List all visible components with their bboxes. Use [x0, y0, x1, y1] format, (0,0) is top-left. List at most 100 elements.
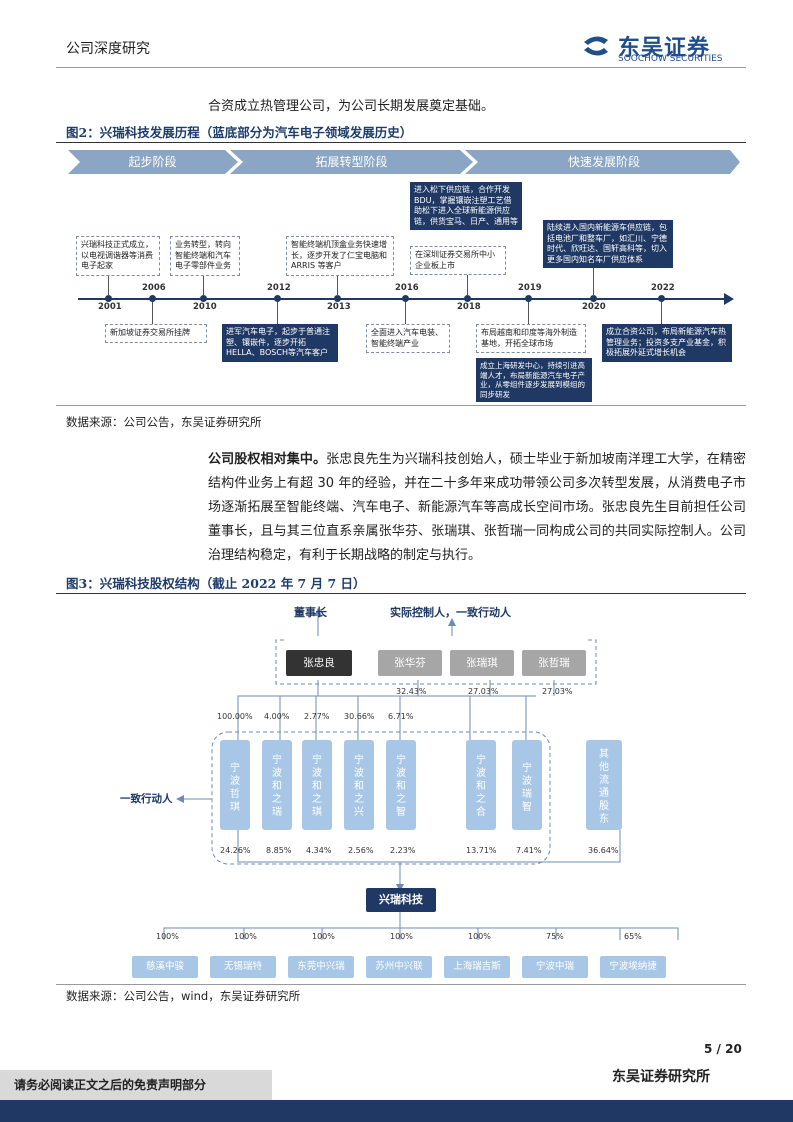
- holder-name: 其他流通股东: [599, 749, 609, 825]
- holder-name: 宁波和之琪: [312, 755, 322, 818]
- holder-pill: 宁波瑞智: [512, 740, 542, 830]
- brand-logo: 东吴证券 SOOCHOW SECURITIES: [580, 30, 740, 66]
- footer-institute: 东吴证券研究所: [612, 1069, 710, 1085]
- event-2019b: 成立上海研发中心，持续引进高端人才，布局新能源汽车电子产业，从零组件逐步发展到模…: [476, 358, 592, 402]
- node-2001: [105, 295, 112, 302]
- logo-en-text: SOOCHOW SECURITIES: [618, 54, 723, 64]
- scs-logo-icon: [584, 36, 608, 56]
- year-label: 2010: [193, 302, 217, 312]
- footer-bar: [0, 1100, 793, 1122]
- fig3-title-rule: [56, 593, 746, 594]
- holder-pill: 宁波哲琪: [220, 740, 250, 830]
- year-label: 2001: [98, 302, 122, 312]
- paragraph-lead: 公司股权相对集中。: [208, 452, 327, 467]
- fig3-equity-diagram: 董事长 实际控制人，一致行动人 张忠良 张华芬 张瑞琪 张哲瑞 32.43% 2…: [60, 596, 740, 982]
- holder-pct: 13.71%: [466, 846, 497, 855]
- event-2020: 陆续进入国内新能源车供应链，包括电池厂和整车厂，如汇川、宁德时代、欣旺达、国轩高…: [543, 220, 673, 268]
- pct-label: 2.77%: [304, 712, 330, 721]
- pct-label: 32.43%: [396, 687, 427, 696]
- year-label: 2022: [651, 283, 675, 293]
- fig2-title: 图2：兴瑞科技发展历程（蓝底部分为汽车电子领域发展历史）: [66, 125, 413, 140]
- subsidiary-box: 苏州中兴联: [366, 956, 432, 978]
- pct-label: 27.03%: [468, 687, 499, 696]
- person-zhanghuafen: 张华芬: [378, 650, 442, 676]
- holder-pill: 其他流通股东: [586, 740, 622, 830]
- node-2020: [590, 295, 597, 302]
- subsidiary-box: 上海瑞吉斯: [444, 956, 510, 978]
- holder-name: 宁波和之瑞: [272, 755, 282, 818]
- fig2-timeline: 起步阶段 拓展转型阶段 快速发展阶段 2001 2006 2010 2012 2…: [60, 150, 740, 402]
- fig2-bottom-rule: [56, 405, 746, 406]
- subsidiary-box: 无锡瑞特: [210, 956, 276, 978]
- label-controllers: 实际控制人，一致行动人: [390, 606, 511, 619]
- subsidiary-box: 宁波埃纳捷: [600, 956, 666, 978]
- node-2016: [402, 295, 409, 302]
- holder-pill: 宁波和之兴: [344, 740, 374, 830]
- intro-line: 合资成立热管理公司，为公司长期发展奠定基础。: [208, 99, 495, 114]
- pct-label: 6.71%: [388, 712, 414, 721]
- holder-name: 宁波瑞智: [522, 763, 532, 813]
- holder-pill: 宁波和之瑞: [262, 740, 292, 830]
- equity-lines: [163, 608, 679, 940]
- holder-name: 宁波和之智: [396, 755, 406, 818]
- holder-pill: 宁波和之琪: [302, 740, 332, 830]
- node-2018: [464, 295, 471, 302]
- sub-pct: 100%: [468, 932, 491, 941]
- company-xingrui: 兴瑞科技: [366, 888, 436, 912]
- timeline-arrow-icon: [724, 293, 734, 305]
- sub-pct: 65%: [624, 932, 642, 941]
- holder-pill: 宁波和之合: [466, 740, 496, 830]
- label-concert: 一致行动人: [120, 793, 173, 805]
- event-2010: 业务转型，转向智能终端和汽车电子零部件业务: [170, 236, 240, 276]
- node-2013: [334, 295, 341, 302]
- event-2012: 进军汽车电子，起步于普通注塑、镶嵌件，逐步开拓HELLA、BOSCH等汽车客户: [222, 324, 338, 362]
- node-2012: [274, 295, 281, 302]
- person-zhangzherui: 张哲瑞: [522, 650, 586, 676]
- holder-pct: 2.23%: [390, 846, 416, 855]
- pct-label: 100.00%: [217, 712, 253, 721]
- fig3-bottom-rule: [56, 984, 746, 985]
- stage-expand: 拓展转型阶段: [315, 155, 388, 169]
- event-2018: 进入松下供应链，合作开发BDU，掌握镶嵌注塑工艺借助松下进入全球新能源供应链，供…: [410, 182, 522, 230]
- event-2022: 成立合资公司，布局新能源汽车热管理业务；投资多支产业基金，积极拓展外延式增长机会: [602, 324, 732, 362]
- label-chair: 董事长: [294, 606, 327, 619]
- year-label: 2012: [267, 283, 291, 293]
- stage-fast: 快速发展阶段: [567, 155, 640, 169]
- year-label: 2020: [582, 302, 606, 312]
- node-2006: [149, 295, 156, 302]
- event-2001: 兴瑞科技正式成立，以电视调谐器等消费电子起家: [76, 236, 160, 276]
- holder-pill: 宁波和之智: [386, 740, 416, 830]
- year-label: 2006: [142, 283, 166, 293]
- fig3-title: 图3：兴瑞科技股权结构（截止 2022 年 7 月 7 日）: [66, 576, 366, 591]
- subsidiary-box: 慈溪中骏: [132, 956, 198, 978]
- holder-pct: 2.56%: [348, 846, 374, 855]
- logo-cn-text: 东吴证券: [618, 36, 711, 61]
- node-2010: [200, 295, 207, 302]
- event-2016: 在深圳证券交易所中小企业板上市: [410, 246, 506, 275]
- holder-pct: 7.41%: [516, 846, 542, 855]
- event-2013: 智能终端机顶盒业务快速增长，逐步开发了仁宝电脑和 ARRIS 等客户: [286, 236, 394, 276]
- pct-label: 4.00%: [264, 712, 290, 721]
- fig3-source: 数据来源：公司公告，wind，东吴证券研究所: [66, 989, 301, 1003]
- sub-pct: 100%: [234, 932, 257, 941]
- holder-name: 宁波哲琪: [230, 763, 240, 813]
- person-zhangruiqi: 张瑞琪: [450, 650, 514, 676]
- holder-pct: 4.34%: [306, 846, 332, 855]
- fig2-title-rule: [56, 142, 746, 143]
- sub-pct: 75%: [546, 932, 564, 941]
- header-rule: [56, 67, 746, 68]
- stage-start: 起步阶段: [128, 155, 177, 169]
- person-zhangzhongliang: 张忠良: [286, 650, 352, 676]
- ownership-paragraph: 公司股权相对集中。张忠良先生为兴瑞科技创始人，硕士毕业于新加坡南洋理工大学，在精…: [208, 448, 746, 568]
- sub-pct: 100%: [156, 932, 179, 941]
- subsidiaries-row: 100% 100% 100% 100% 100% 75% 65% 慈溪中骏 无锡…: [132, 932, 692, 982]
- pct-label: 27.03%: [542, 687, 573, 696]
- fig2-source: 数据来源：公司公告，东吴证券研究所: [66, 415, 262, 429]
- holder-name: 宁波和之兴: [354, 755, 364, 818]
- holder-pct: 24.26%: [220, 846, 251, 855]
- event-2019: 布局越南和印度等海外制造基地，开拓全球市场: [476, 324, 586, 353]
- year-label: 2018: [457, 302, 481, 312]
- stage-chevrons: [68, 150, 740, 174]
- node-2019: [525, 295, 532, 302]
- pct-label: 30.66%: [344, 712, 375, 721]
